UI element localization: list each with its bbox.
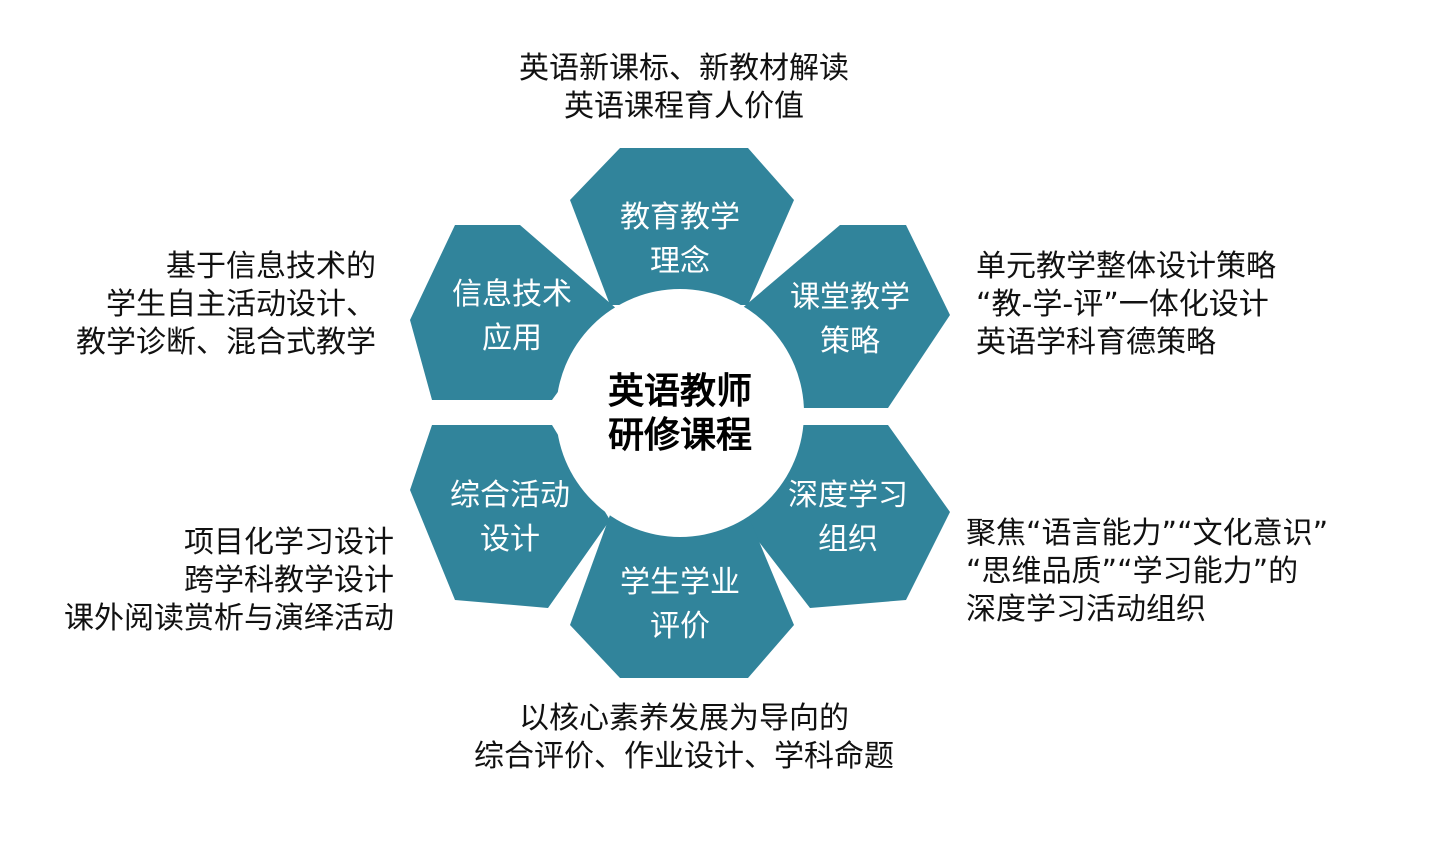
description-upper-left: 基于信息技术的 学生自主活动设计、 教学诊断、混合式教学 — [76, 248, 376, 362]
segment-lower-right — [742, 425, 950, 608]
description-line: 以核心素养发展为导向的 — [519, 701, 849, 736]
description-lower-left: 项目化学习设计 跨学科教学设计 课外阅读赏析与演绎活动 — [64, 524, 394, 638]
description-upper-right: 单元教学整体设计策略 “教-学-评”一体化设计 英语学科育德策略 — [976, 248, 1276, 362]
description-line: 跨学科教学设计 — [184, 563, 394, 598]
description-line: 聚焦“语言能力”“文化意识” — [966, 516, 1329, 551]
description-line: 项目化学习设计 — [184, 525, 394, 560]
description-bottom: 以核心素养发展为导向的 综合评价、作业设计、学科命题 — [384, 700, 984, 776]
description-line: “教-学-评”一体化设计 — [976, 287, 1269, 322]
segment-upper-left-label-line2: 应用 — [482, 321, 542, 356]
description-line: 基于信息技术的 — [166, 249, 376, 284]
description-line: 综合评价、作业设计、学科命题 — [474, 739, 894, 774]
segment-top — [570, 148, 794, 305]
description-line: 学生自主活动设计、 — [106, 287, 376, 322]
description-line: 英语课程育人价值 — [564, 89, 804, 124]
segment-upper-left — [410, 225, 618, 400]
description-line: 单元教学整体设计策略 — [976, 249, 1276, 284]
description-lower-right: 聚焦“语言能力”“文化意识” “思维品质”“学习能力”的 深度学习活动组织 — [966, 515, 1328, 629]
segment-lower-left — [410, 425, 610, 608]
segment-lower-right-label-line1: 深度学习 — [788, 478, 908, 513]
segment-top-label-line2: 理念 — [650, 244, 710, 279]
description-line: 课外阅读赏析与演绎活动 — [64, 601, 394, 636]
segment-lower-left-label-line1: 综合活动 — [450, 478, 570, 513]
segment-upper-right-label-line2: 策略 — [820, 324, 880, 359]
segment-lower-right-label-line2: 组织 — [818, 522, 878, 557]
segment-bottom-label-line2: 评价 — [650, 609, 710, 644]
segment-top-label-line1: 教育教学 — [620, 200, 740, 235]
description-line: 英语新课标、新教材解读 — [519, 51, 849, 86]
description-line: 英语学科育德策略 — [976, 325, 1216, 360]
description-line: “思维品质”“学习能力”的 — [966, 554, 1299, 589]
center-title-line2: 研修课程 — [608, 415, 752, 456]
segment-bottom-label-line1: 学生学业 — [620, 565, 740, 600]
segment-lower-left-label-line2: 设计 — [480, 522, 540, 557]
segment-upper-left-label-line1: 信息技术 — [452, 277, 572, 312]
center-title-line1: 英语教师 — [608, 371, 752, 412]
description-line: 深度学习活动组织 — [966, 592, 1206, 627]
segment-upper-right-label-line1: 课堂教学 — [790, 280, 910, 315]
segment-bottom — [570, 515, 794, 678]
center-circle — [556, 289, 804, 537]
description-line: 教学诊断、混合式教学 — [76, 325, 376, 360]
description-top: 英语新课标、新教材解读 英语课程育人价值 — [384, 50, 984, 126]
